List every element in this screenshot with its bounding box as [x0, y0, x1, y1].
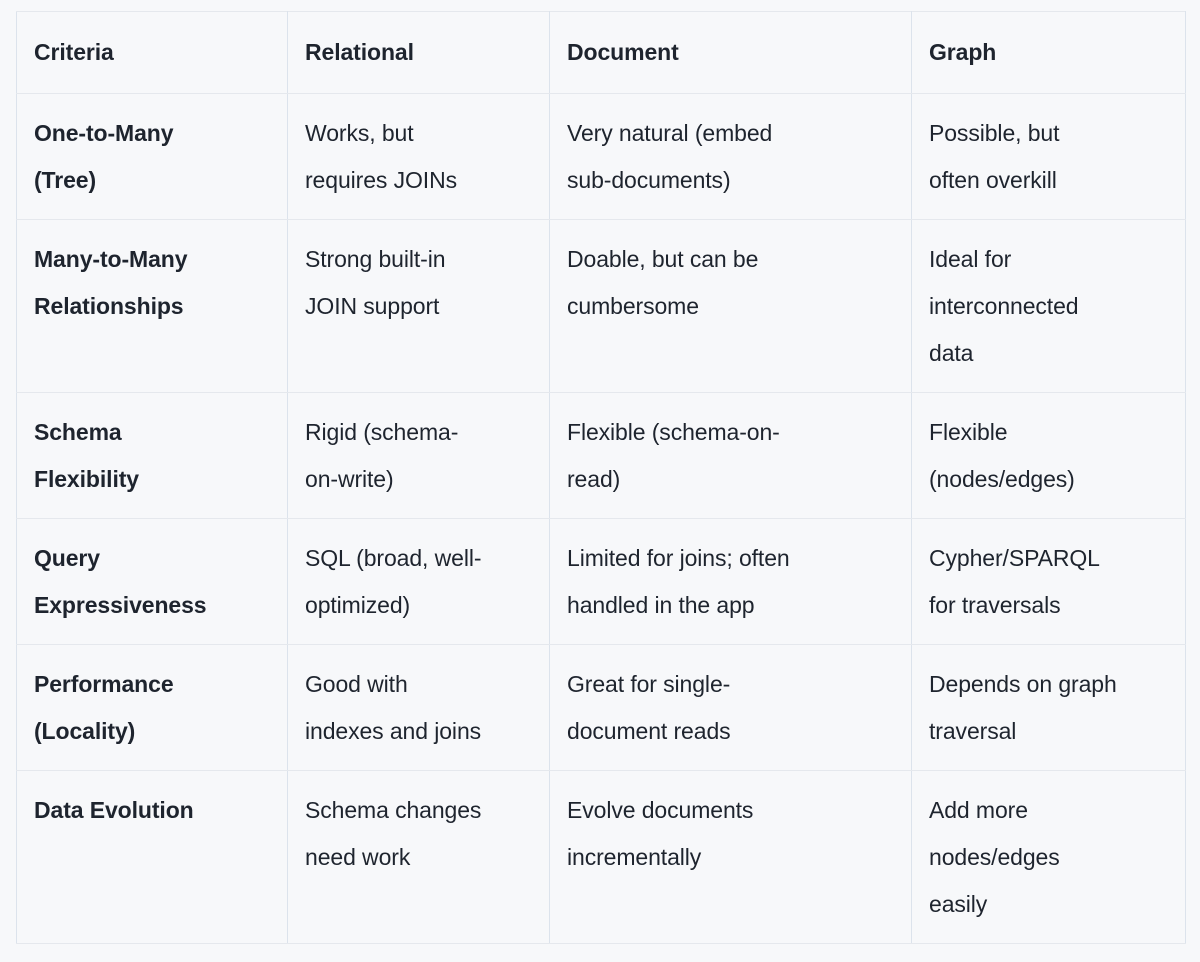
table-row: One-to-Many (Tree) Works, but requires J…: [16, 93, 1186, 220]
document-cell: Flexible (schema-on- read): [549, 392, 912, 519]
graph-cell: Possible, but often overkill: [911, 93, 1186, 220]
document-cell: Very natural (embed sub-documents): [549, 93, 912, 220]
relational-cell: Good with indexes and joins: [287, 644, 550, 771]
graph-cell: Depends on graph traversal: [911, 644, 1186, 771]
graph-cell: Cypher/SPARQL for traversals: [911, 518, 1186, 645]
graph-cell: Ideal for interconnected data: [911, 219, 1186, 393]
relational-cell: Rigid (schema- on-write): [287, 392, 550, 519]
criteria-cell: One-to-Many (Tree): [16, 93, 288, 220]
criteria-cell: Schema Flexibility: [16, 392, 288, 519]
table-row: Many-to-Many Relationships Strong built-…: [16, 219, 1186, 393]
criteria-cell: Performance (Locality): [16, 644, 288, 771]
criteria-cell: Query Expressiveness: [16, 518, 288, 645]
relational-cell: Works, but requires JOINs: [287, 93, 550, 220]
column-header-document: Document: [549, 11, 912, 94]
table-row: Schema Flexibility Rigid (schema- on-wri…: [16, 392, 1186, 519]
table-row: Performance (Locality) Good with indexes…: [16, 644, 1186, 771]
header-row: Criteria Relational Document Graph: [16, 11, 1186, 94]
relational-cell: SQL (broad, well- optimized): [287, 518, 550, 645]
table-row: Data Evolution Schema changes need work …: [16, 770, 1186, 944]
relational-cell: Schema changes need work: [287, 770, 550, 944]
graph-cell: Flexible (nodes/edges): [911, 392, 1186, 519]
document-cell: Evolve documents incrementally: [549, 770, 912, 944]
relational-cell: Strong built-in JOIN support: [287, 219, 550, 393]
criteria-cell: Many-to-Many Relationships: [16, 219, 288, 393]
criteria-cell: Data Evolution: [16, 770, 288, 944]
graph-cell: Add more nodes/edges easily: [911, 770, 1186, 944]
column-header-relational: Relational: [287, 11, 550, 94]
document-cell: Doable, but can be cumbersome: [549, 219, 912, 393]
table-row: Query Expressiveness SQL (broad, well- o…: [16, 518, 1186, 645]
document-cell: Great for single- document reads: [549, 644, 912, 771]
comparison-table: Criteria Relational Document Graph One-t…: [16, 11, 1186, 944]
column-header-criteria: Criteria: [16, 11, 288, 94]
column-header-graph: Graph: [911, 11, 1186, 94]
document-cell: Limited for joins; often handled in the …: [549, 518, 912, 645]
